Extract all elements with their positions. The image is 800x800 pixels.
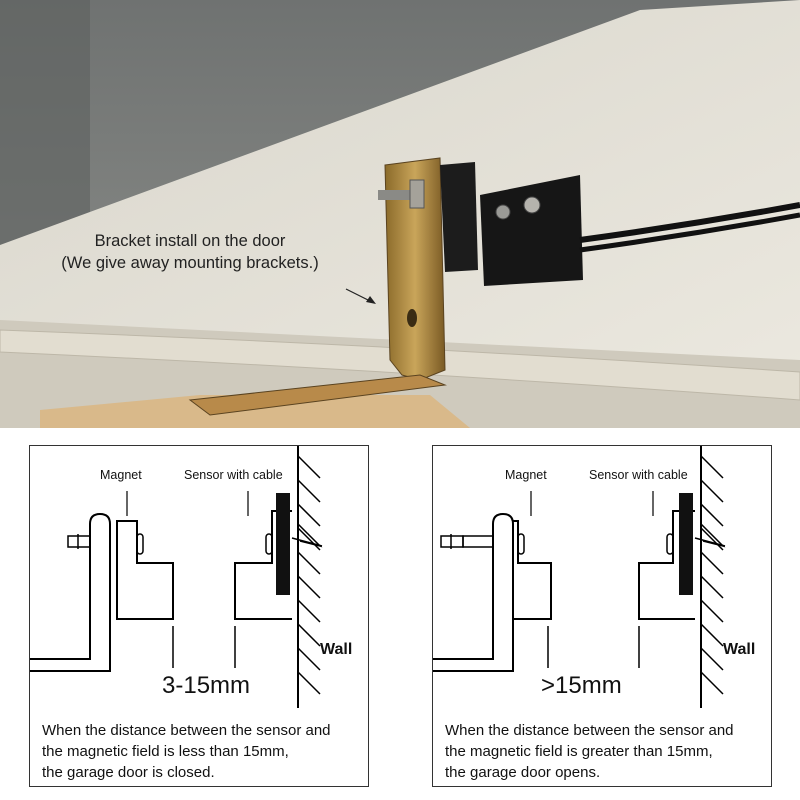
installation-photo <box>0 0 800 428</box>
open-diagram-drawing <box>433 446 726 708</box>
sensor-label: Sensor with cable <box>589 468 688 482</box>
photo-caption-line1: Bracket install on the door <box>94 232 286 250</box>
closed-diagram-drawing <box>30 446 323 708</box>
diagram-closed: Magnet Sensor with cable Wall 3-15mm Whe… <box>29 445 369 787</box>
wall-label: Wall <box>723 641 756 658</box>
description-line: When the distance between the sensor and <box>445 722 734 739</box>
description: When the distance between the sensor and… <box>445 720 765 783</box>
sensor-label: Sensor with cable <box>184 468 283 482</box>
diagram-open: Magnet Sensor with cable Wall >15mm When… <box>432 445 772 787</box>
magnet-label: Magnet <box>100 468 142 482</box>
description: When the distance between the sensor and… <box>42 720 362 783</box>
magnet-label: Magnet <box>505 468 547 482</box>
description-line: When the distance between the sensor and <box>42 722 331 739</box>
description-line: the garage door is closed. <box>42 764 215 781</box>
description-line: the magnetic field is greater than 15mm, <box>445 743 713 760</box>
description-line: the garage door opens. <box>445 764 601 781</box>
distance-label: 3-15mm <box>162 672 251 699</box>
photo-caption: Bracket install on the door (We give awa… <box>40 230 340 274</box>
photo-caption-line2: (We give away mounting brackets.) <box>61 254 319 272</box>
wall-label: Wall <box>320 641 353 658</box>
distance-label: >15mm <box>541 672 622 699</box>
description-line: the magnetic field is less than 15mm, <box>42 743 289 760</box>
